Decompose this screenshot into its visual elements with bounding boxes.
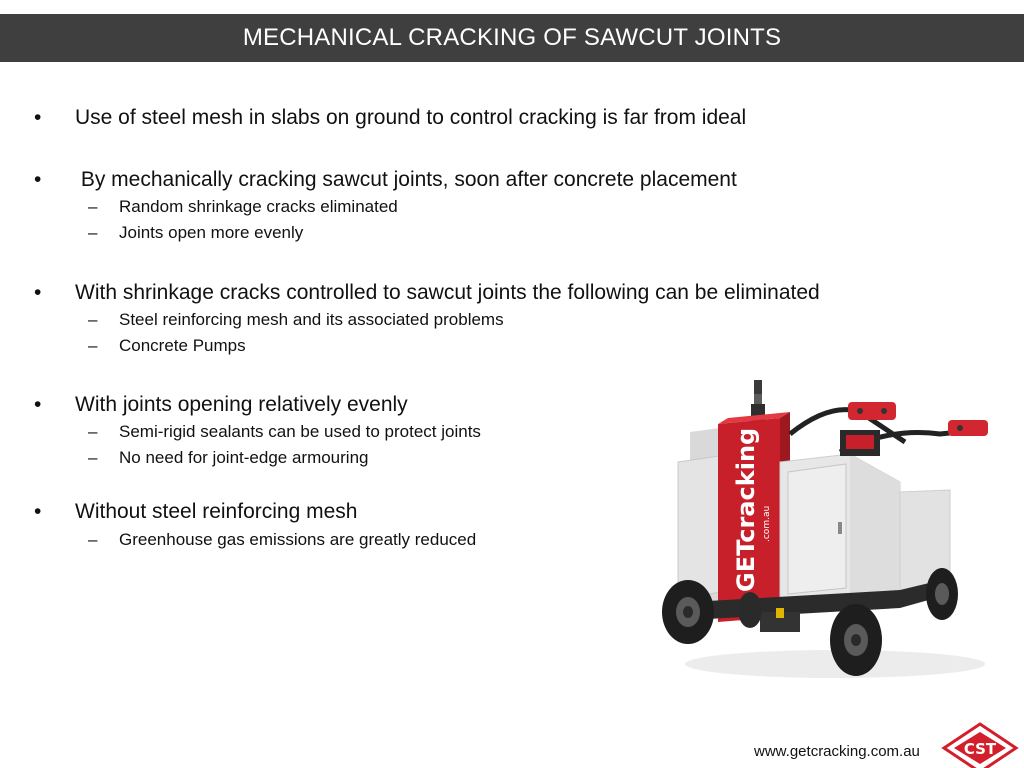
sub-bullet-reinforcing-mesh: Steel reinforcing mesh and its associate… [119, 310, 504, 329]
title-bar: MECHANICAL CRACKING OF SAWCUT JOINTS [0, 14, 1024, 62]
machine-brand-text: GETcracking [732, 428, 760, 592]
bullet-without-mesh: Without steel reinforcing mesh [75, 500, 358, 523]
wheel-rear-right [738, 592, 762, 628]
wheel-front-right [926, 568, 958, 620]
sub-bullet-marker: – [88, 223, 98, 242]
slide-title: MECHANICAL CRACKING OF SAWCUT JOINTS [242, 24, 782, 51]
door-handle [838, 522, 842, 534]
control-box-label [846, 435, 874, 449]
logo-diamond-fill [954, 732, 1006, 764]
sub-bullet-armouring: No need for joint-edge armouring [119, 448, 369, 467]
sub-bullet-greenhouse: Greenhouse gas emissions are greatly red… [119, 530, 477, 549]
sub-bullet-marker: – [88, 530, 98, 549]
beacon-base [754, 394, 762, 404]
machine-brand-small: .com.au [762, 506, 772, 542]
logo-text: CST [964, 740, 997, 758]
red-column [718, 418, 780, 622]
machine-shadow [685, 650, 985, 678]
sub-bullet-marker: – [88, 310, 98, 329]
red-column-top [718, 412, 790, 424]
sub-bullet-marker: – [88, 197, 98, 216]
chassis-bracket [760, 612, 800, 632]
bullet-mechanical-cracking: By mechanically cracking sawcut joints, … [75, 168, 737, 191]
footer-website-url: www.getcracking.com.au [754, 743, 920, 760]
sub-bullet-marker: – [88, 448, 98, 467]
crack-machine-illustration: GETcracking .com.au [662, 380, 988, 678]
remote-controller-left [848, 402, 896, 420]
sub-bullet-marker: – [88, 422, 98, 441]
cst-logo: CST [941, 722, 1019, 768]
bullet-marker: • [34, 281, 42, 304]
chassis-yellow-part [776, 608, 784, 618]
sub-bullet-sealants: Semi-rigid sealants can be used to prote… [119, 422, 481, 441]
sub-bullet-concrete-pumps: Concrete Pumps [119, 336, 246, 355]
wheel-rear-left [662, 580, 714, 644]
rear-box [677, 455, 721, 601]
sub-bullet-marker: – [88, 336, 98, 355]
cabinet-door [787, 463, 847, 595]
cabinet-side [850, 454, 900, 602]
bullet-marker: • [34, 168, 42, 191]
bullet-marker: • [34, 106, 42, 129]
beacon-light [754, 380, 762, 394]
wheel-front-left [830, 604, 882, 676]
bullet-joints-evenly: With joints opening relatively evenly [75, 393, 408, 416]
remote-controller-right [948, 420, 988, 436]
bullet-marker: • [34, 500, 42, 523]
sub-bullet-random-cracks: Random shrinkage cracks eliminated [119, 197, 398, 216]
sub-bullet-joints-open: Joints open more evenly [119, 223, 304, 242]
bullet-steel-mesh: Use of steel mesh in slabs on ground to … [75, 106, 747, 129]
bullet-shrinkage-controlled: With shrinkage cracks controlled to sawc… [75, 281, 820, 304]
bullet-marker: • [34, 393, 42, 416]
